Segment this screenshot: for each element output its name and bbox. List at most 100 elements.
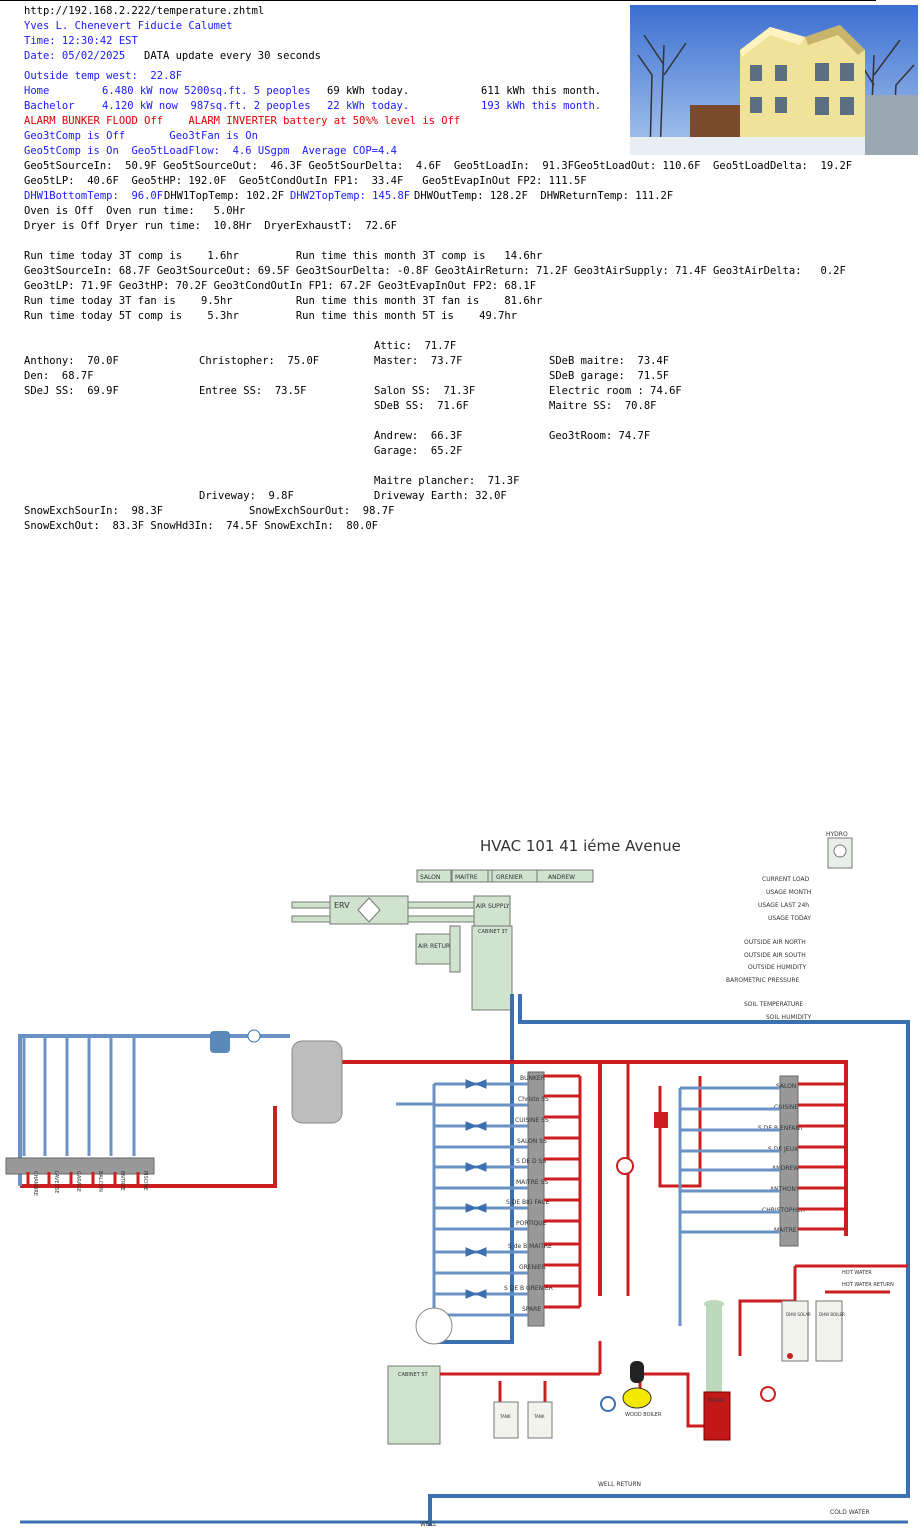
bachelor-now: 4.120 kW now 987sq.ft. 2 peoples [102,100,311,112]
room-christopher: Christopher: 75.0F [199,355,320,367]
right-zone-4: ANDREW [772,1165,799,1172]
dhw1-top: DHW1TopTemp: 102.2F [164,190,285,202]
room-entree-ss: Entree SS: 73.5F [199,385,307,397]
right-zone-6: CHRISTOPHER [762,1207,805,1214]
room-den: Den: 68.7F [24,370,94,382]
top-room-0: SALON [420,874,440,881]
storage-tank [291,1040,343,1124]
wood-boiler-pump-icon [600,1396,616,1412]
room-master: Master: 73.7F [374,355,463,367]
home-month: 611 kWh this month. [481,85,602,97]
left-zone-3: BALCON [97,1171,103,1192]
right-zone-2: S DE B ENFANT [758,1125,804,1132]
room-attic: Attic: 71.7F [374,340,457,352]
home-now: 6.480 kW now 5200sq.ft. 5 peoples [102,85,311,97]
mid-zone-10: S DE B GRENIER [504,1285,553,1292]
room-maitre-ss: Maitre SS: 70.8F [549,400,657,412]
dryer-status: Dryer is Off Dryer run time: 10.8Hr Drye… [24,220,397,232]
geo3t-comp-status: Geo3tComp is Off Geo3tFan is On [24,130,258,142]
page-url: http://192.168.2.222/temperature.zhtml [24,5,265,17]
left-zone-4: ENTREE [119,1171,125,1191]
mid-zone-1: Christo SS [518,1096,549,1103]
right-zone-0: SALON [776,1083,796,1090]
room-sdeb-ss: SDeB SS: 71.6F [374,400,469,412]
mid-zone-6: S DE BIG FACE [506,1199,550,1206]
room-electric: Electric room : 74.6F [549,385,682,397]
room-salon-ss: Salon SS: 71.3F [374,385,476,397]
cabinet-5t [387,1365,441,1445]
left-zone-2: GARAGE [75,1171,81,1192]
driveway-temp: Driveway: 9.8F [199,490,294,502]
expansion-tank [210,1031,230,1053]
boiler-chimney [706,1304,722,1392]
hvac-diagram: HVAC 101 41 iéme Avenue HYDRO CURRENT LO… [5,831,910,1528]
info-4: OUTSIDE AIR NORTH [744,939,806,946]
outside-temp: Outside temp west: 22.8F [24,70,183,82]
cabinet-5t-label: CABINET 5T [398,1372,429,1378]
hot-water-return-label: HOT WATER RETURN [842,1282,894,1288]
tank-2 [527,1401,553,1439]
run-3t-fan: Run time today 3T fan is 9.5hr Run time … [24,295,543,307]
left-manifold [5,1157,155,1175]
circulator-pump-icon [616,1157,634,1175]
top-room-3: ANDREW [548,874,575,881]
geo3t-temps: Geo3tSourceIn: 68.7F Geo3tSourceOut: 69.… [24,265,846,277]
top-room-2: GRENIER [496,874,523,881]
right-zone-1: CUISINE [774,1104,798,1111]
wood-boiler [622,1387,652,1409]
info-6: OUTSIDE HUMIDITY [748,964,807,971]
dhw1-bottom: DHW1BottomTemp: 96.0F [24,190,164,202]
owner-name: Yves L. Chenevert Fiducie Calumet [24,20,233,32]
top-rule [0,0,876,1]
run-3t-comp: Run time today 3T comp is 1.6hr Run time… [24,250,543,262]
room-geo3t: Geo3tRoom: 74.7F [549,430,651,442]
room-sdeb-maitre: SDeB maitre: 73.4F [549,355,670,367]
snow-sour-out: SnowExchSourOut: 98.7F [249,505,395,517]
top-room-1: MAITRE [455,874,478,881]
room-anthony: Anthony: 70.0F [24,355,119,367]
info-3: USAGE TODAY [768,915,811,922]
diagram-title: HVAC 101 41 iéme Avenue [480,837,681,855]
hydro-dial-icon [833,844,847,858]
cabinet-3t-label: CABINET 3T [478,929,509,935]
left-zone-5: PISCINE [142,1171,148,1191]
right-zone-3: S DE JEUX [768,1146,798,1153]
info-1: USAGE MONTH [766,889,811,896]
wood-boiler-flue [630,1361,644,1383]
expansion-vessel [415,1307,453,1345]
dhw-boiler-label: DHW BOILER [819,1312,845,1317]
info-7: BAROMETRIC PRESSURE [726,977,800,984]
date-display: Date: 05/02/2025 [24,50,126,62]
home-label: Home [24,85,50,97]
geo3t-pressures: Geo3tLP: 71.9F Geo3tHP: 70.2F Geo3tCondO… [24,280,537,292]
house-photo [630,5,918,155]
dhw-solar-label: DHW SOLAR [786,1312,811,1317]
home-today: 69 kWh today. [327,85,410,97]
cold-water-label: COLD WATER [830,1509,870,1516]
air-supply-box [473,895,511,927]
hot-water-label: HOT WATER [842,1270,872,1276]
room-garage: Garage: 65.2F [374,445,463,457]
right-zone-7: MAITRE [774,1227,797,1234]
dhw2-top: DHW2TopTemp: 145.8F [290,190,411,202]
tank-1-label: TANK [499,1414,511,1419]
dhw-out: DHWOutTemp: 128.2F DHWReturnTemp: 111.2F [414,190,674,202]
boiler-pump-icon [760,1386,776,1402]
right-zone-5: ANTHONY [770,1186,800,1193]
dhw-boiler-tank [815,1300,843,1362]
mid-zone-4: S DE D SS [516,1158,546,1165]
mid-zone-9: GRENIER [519,1264,546,1271]
alarm-status: ALARM BUNKER FLOOD Off ALARM INVERTER ba… [24,115,461,127]
room-sdeb-garage: SDeB garage: 71.5F [549,370,670,382]
bachelor-month: 193 kWh this month. [481,100,602,112]
bachelor-label: Bachelor [24,100,75,112]
snow-exch-line: SnowExchOut: 83.3F SnowHd3In: 74.5F Snow… [24,520,379,532]
pump-icon [247,1029,261,1043]
mid-zone-2: CUISINE SS [515,1117,549,1124]
info-8: SOIL TEMPERATURE [744,1001,803,1008]
update-note: DATA update every 30 seconds [144,50,322,62]
run-5t-comp: Run time today 5T comp is 5.3hr Run time… [24,310,518,322]
left-zone-0: CHAMBRE [32,1171,38,1196]
room-andrew: Andrew: 66.3F [374,430,463,442]
time-display: Time: 12:30:42 EST [24,35,138,47]
